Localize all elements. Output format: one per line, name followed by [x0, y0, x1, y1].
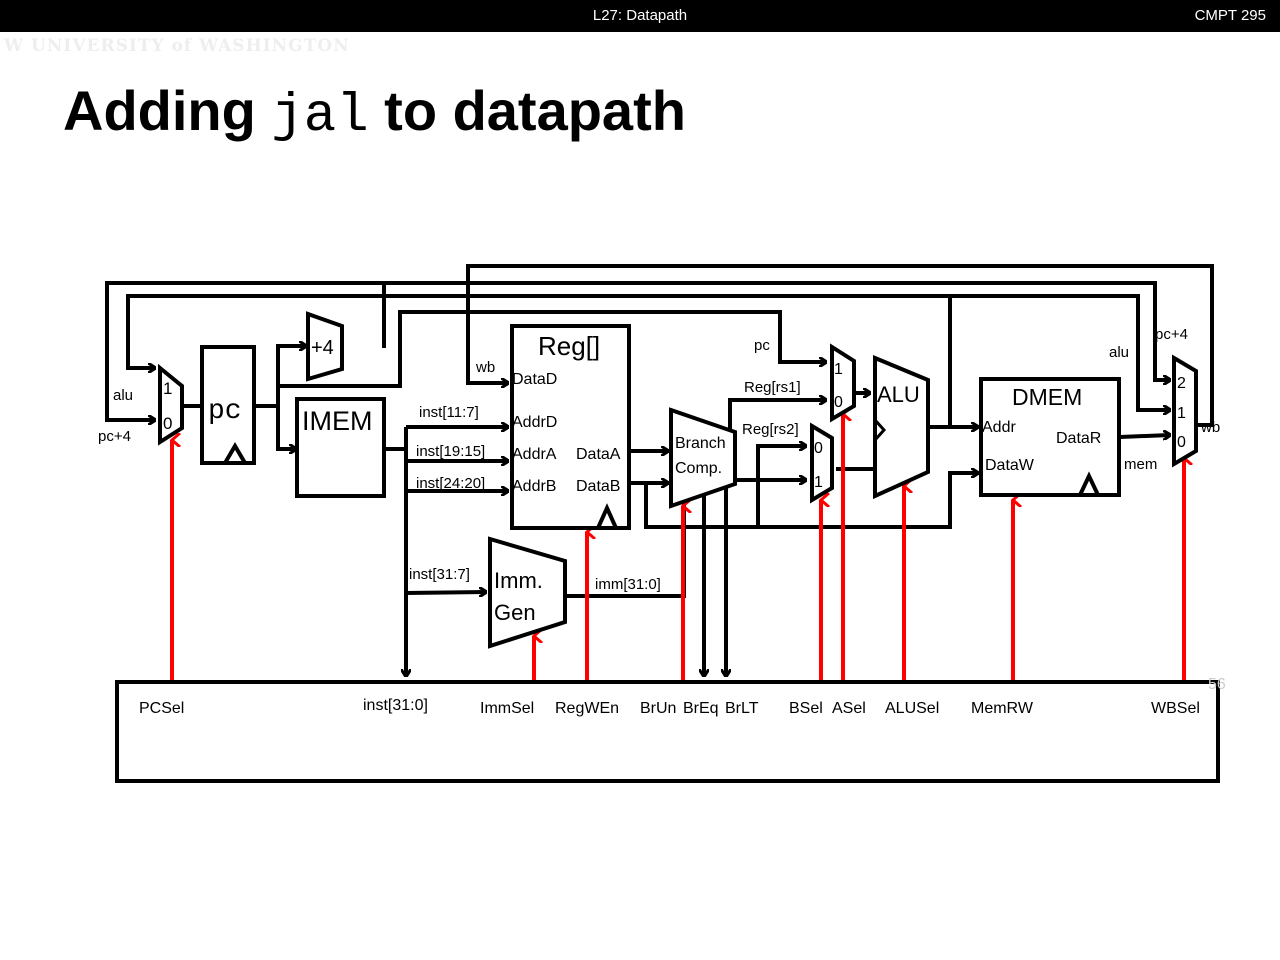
pcmux-in-0: 0	[163, 414, 172, 433]
label-mem: mem	[1124, 456, 1157, 473]
signal-brlt: BrLT	[725, 700, 759, 717]
dmem-block	[979, 377, 1121, 497]
adder-label: +4	[311, 337, 334, 359]
pc-clock-icon	[223, 442, 247, 465]
signal-immsel: ImmSel	[480, 700, 534, 717]
university-logo: W UNIVERSITY of WASHINGTON	[4, 36, 350, 56]
wire-inst-31-7	[405, 592, 486, 593]
wire-alu-to-wb	[950, 294, 1170, 410]
title-code: jal	[271, 86, 369, 147]
signal-alusel: ALUSel	[885, 700, 939, 717]
wbmux-in-0: 0	[1177, 434, 1186, 451]
regfile-port-datab: DataB	[576, 478, 620, 495]
label-wb-regfile: wb	[475, 359, 495, 376]
regfile-port-datad: DataD	[512, 371, 557, 388]
branch-comp-label-1: Branch	[675, 435, 726, 452]
amux-in-0: 0	[834, 394, 843, 411]
wire-datar-to-wb	[1119, 435, 1170, 437]
wire-pc-plus-4-to-wb	[384, 281, 1170, 380]
signal-pcsel: PCSel	[139, 700, 184, 717]
signal-breq: BrEq	[683, 700, 719, 717]
wbmux-in-2: 2	[1177, 375, 1186, 392]
title-suffix: to datapath	[368, 79, 686, 142]
label-inst-24-20: inst[24:20]	[416, 475, 485, 492]
label-imm-31-0: imm[31:0]	[595, 576, 661, 593]
signal-bsel: BSel	[789, 700, 823, 717]
label-pc-amux: pc	[754, 337, 770, 354]
signal-asel: ASel	[832, 700, 866, 717]
label-alu-pcmux: alu	[113, 387, 133, 404]
label-inst-11-7: inst[11:7]	[419, 404, 479, 421]
signal-memrw: MemRW	[971, 700, 1034, 717]
dmem-clock-icon	[1078, 471, 1100, 496]
label-wb-out: wb	[1200, 419, 1220, 436]
slide-number: 56	[1208, 676, 1226, 693]
label-alu-wb: alu	[1109, 344, 1129, 361]
immgen-label-1: Imm.	[494, 568, 543, 593]
label-rs2: Reg[rs2]	[742, 421, 799, 438]
signal-inst: inst[31:0]	[363, 697, 428, 714]
signal-brun: BrUn	[640, 700, 676, 717]
slide-title: Adding jal to datapath	[63, 78, 686, 147]
label-rs1: Reg[rs1]	[744, 379, 801, 396]
wire-pc-out	[254, 346, 306, 408]
a-mux	[830, 343, 856, 423]
immgen-label-2: Gen	[494, 600, 536, 625]
regfile-port-addra: AddrA	[512, 446, 557, 463]
lecture-title: L27: Datapath	[592, 7, 688, 24]
pc-register	[200, 345, 256, 465]
top-bar: L27: Datapath CMPT 295	[0, 0, 1280, 32]
dmem-port-datar: DataR	[1056, 430, 1101, 447]
label-inst-31-7: inst[31:7]	[409, 566, 470, 583]
bmux-in-0: 0	[814, 440, 823, 457]
b-mux	[810, 422, 834, 504]
branch-comp-block	[669, 407, 737, 509]
label-inst-19-15: inst[19:15]	[416, 443, 485, 460]
regfile-port-addrd: AddrD	[512, 414, 557, 431]
pc-register-label: pc	[208, 396, 242, 427]
wire-pc-plus-4-feedback	[105, 281, 386, 420]
imem-label: IMEM	[302, 406, 373, 436]
alu-notch	[873, 418, 887, 442]
wire-pc-to-amux	[278, 310, 826, 388]
regfile-clock-icon	[596, 503, 618, 529]
alu-block	[873, 355, 930, 500]
wbmux-in-1: 1	[1177, 405, 1186, 422]
signal-regwen: RegWEn	[555, 700, 619, 717]
immgen-block	[488, 536, 567, 649]
label-pcplus4-wb: pc+4	[1155, 326, 1188, 343]
branch-comp-label-2: Comp.	[675, 460, 722, 477]
imem-block	[295, 397, 386, 498]
alu-label: ALU	[877, 382, 920, 407]
wire-pc-to-imem	[276, 406, 296, 449]
regfile-port-addrb: AddrB	[512, 478, 556, 495]
wire-rs2-to-bmux	[756, 446, 806, 527]
bmux-in-1: 1	[814, 474, 823, 491]
amux-in-1: 1	[834, 361, 843, 378]
dmem-port-dataw: DataW	[985, 457, 1035, 474]
pc-mux	[158, 363, 184, 446]
regfile-block	[510, 324, 631, 530]
dmem-port-addr: Addr	[982, 419, 1016, 436]
course-name: CMPT 295	[1194, 7, 1266, 24]
wb-mux	[1172, 354, 1198, 468]
plus4-adder	[306, 311, 344, 382]
regfile-port-dataa: DataA	[576, 446, 621, 463]
signal-wbsel: WBSel	[1151, 700, 1200, 717]
label-pcplus4-pcmux: pc+4	[98, 428, 131, 445]
control-wires	[170, 414, 1184, 682]
regfile-title: Reg[]	[538, 331, 600, 361]
pcmux-in-1: 1	[163, 379, 172, 398]
title-prefix: Adding	[63, 79, 272, 142]
dmem-title: DMEM	[1012, 384, 1082, 410]
wire-alu-feedback	[126, 294, 1138, 368]
wire-wb-feedback	[466, 264, 1214, 427]
control-unit	[115, 680, 1220, 783]
wire-dataB-to-dmem	[644, 473, 978, 529]
